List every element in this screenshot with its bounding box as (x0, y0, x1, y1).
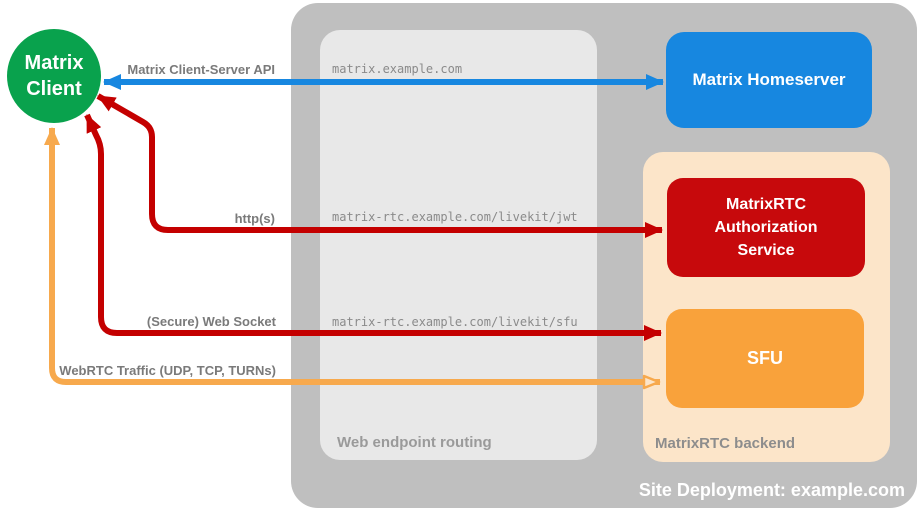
site-deployment-label: Site Deployment: example.com (638, 480, 905, 500)
endpoint-matrix-example-com: matrix.example.com (332, 62, 463, 76)
https-arrow-label: http(s) (234, 211, 275, 226)
matrixrtc-authorization-service-label: MatrixRTC Authorization Service (714, 196, 818, 259)
matrix-client-label-line2: Client (26, 78, 82, 100)
web-endpoint-routing-container: matrix.example.com matrix-rtc.example.co… (320, 30, 597, 460)
matrix-client-node: Matrix Client (7, 29, 101, 123)
matrixrtc-backend-label: MatrixRTC backend (655, 435, 796, 452)
websocket-arrow-label: (Secure) Web Socket (146, 314, 276, 329)
webrtc-arrow-label: WebRTC Traffic (UDP, TCP, TURNs) (59, 363, 276, 378)
client-server-api-arrow-label: Matrix Client-Server API (127, 62, 275, 77)
matrixrtc-backend-container: MatrixRTC Authorization Service SFU Matr… (643, 152, 890, 462)
web-endpoint-routing-label: Web endpoint routing (337, 434, 492, 451)
endpoint-livekit-jwt: matrix-rtc.example.com/livekit/jwt (332, 210, 578, 224)
sfu-node: SFU (666, 309, 864, 408)
endpoint-livekit-sfu: matrix-rtc.example.com/livekit/sfu (332, 315, 578, 329)
matrix-client-label-line1: Matrix (24, 52, 84, 74)
matrixrtc-authorization-service-node: MatrixRTC Authorization Service (667, 178, 865, 277)
matrix-homeserver-node: Matrix Homeserver (666, 32, 872, 128)
matrix-homeserver-label: Matrix Homeserver (692, 70, 846, 89)
sfu-label: SFU (747, 348, 783, 368)
